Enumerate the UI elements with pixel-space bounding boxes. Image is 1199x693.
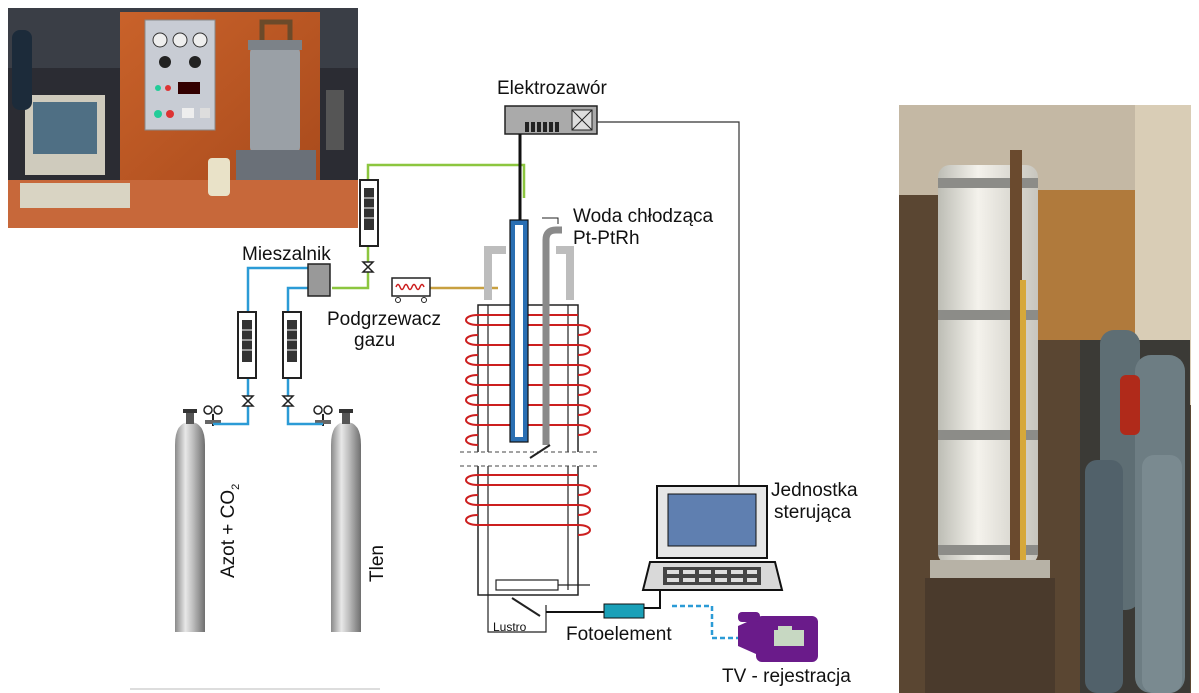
label-azot-co2-sub: 2: [229, 483, 242, 490]
label-pt-ptrh: Pt-PtRh: [573, 228, 640, 249]
label-elektrozawor: Elektrozawór: [497, 78, 607, 99]
label-sterujaca: sterująca: [774, 502, 852, 523]
thermocouple: [529, 217, 562, 459]
label-jednostka: Jednostka: [771, 480, 858, 501]
furnace-column-photo: [899, 105, 1191, 693]
cooled-lance: [509, 219, 529, 443]
label-tv-rejestracja: TV - rejestracja: [722, 666, 851, 687]
label-fotoelement: Fotoelement: [566, 624, 672, 645]
valve-icon-oxygen: [361, 261, 375, 273]
gas-cylinder-azot: [175, 409, 205, 632]
gas-mix-line: [213, 266, 323, 426]
photocell: [603, 603, 645, 619]
lab-bench-photo: [8, 8, 358, 228]
regulator-azot: [203, 405, 223, 426]
control-computer: [641, 485, 784, 591]
label-gazu: gazu: [354, 330, 396, 351]
gas-cylinder-tlen: [331, 409, 361, 632]
label-azot-co2: Azot + CO2: [218, 484, 242, 578]
label-podgrzewacz: Podgrzewacz: [327, 309, 442, 330]
flowmeter-right: [282, 311, 302, 379]
flowmeter-oxygen: [359, 179, 379, 247]
gas-heater: [391, 277, 431, 303]
valve-icon-left: [241, 395, 255, 407]
electrovalve: [504, 105, 598, 135]
label-mieszalnik: Mieszalnik: [242, 244, 331, 265]
label-lustro: Lustro: [493, 620, 527, 634]
valve-icon-right: [281, 395, 295, 407]
label-woda-chlodzaca: Woda chłodząca: [573, 206, 714, 227]
furnace-column: [460, 246, 600, 596]
label-azot-co2-main: Azot + CO: [218, 489, 239, 578]
mixer-box: [307, 263, 331, 297]
video-line: [672, 604, 738, 640]
mirror-assembly: [487, 579, 590, 633]
photocell-to-computer: [644, 590, 661, 609]
camera-icon: [738, 612, 818, 662]
label-tlen: Tlen: [367, 545, 388, 582]
signal-line: [597, 121, 740, 486]
flowmeter-left: [237, 311, 257, 379]
oxygen-line: [332, 163, 526, 290]
